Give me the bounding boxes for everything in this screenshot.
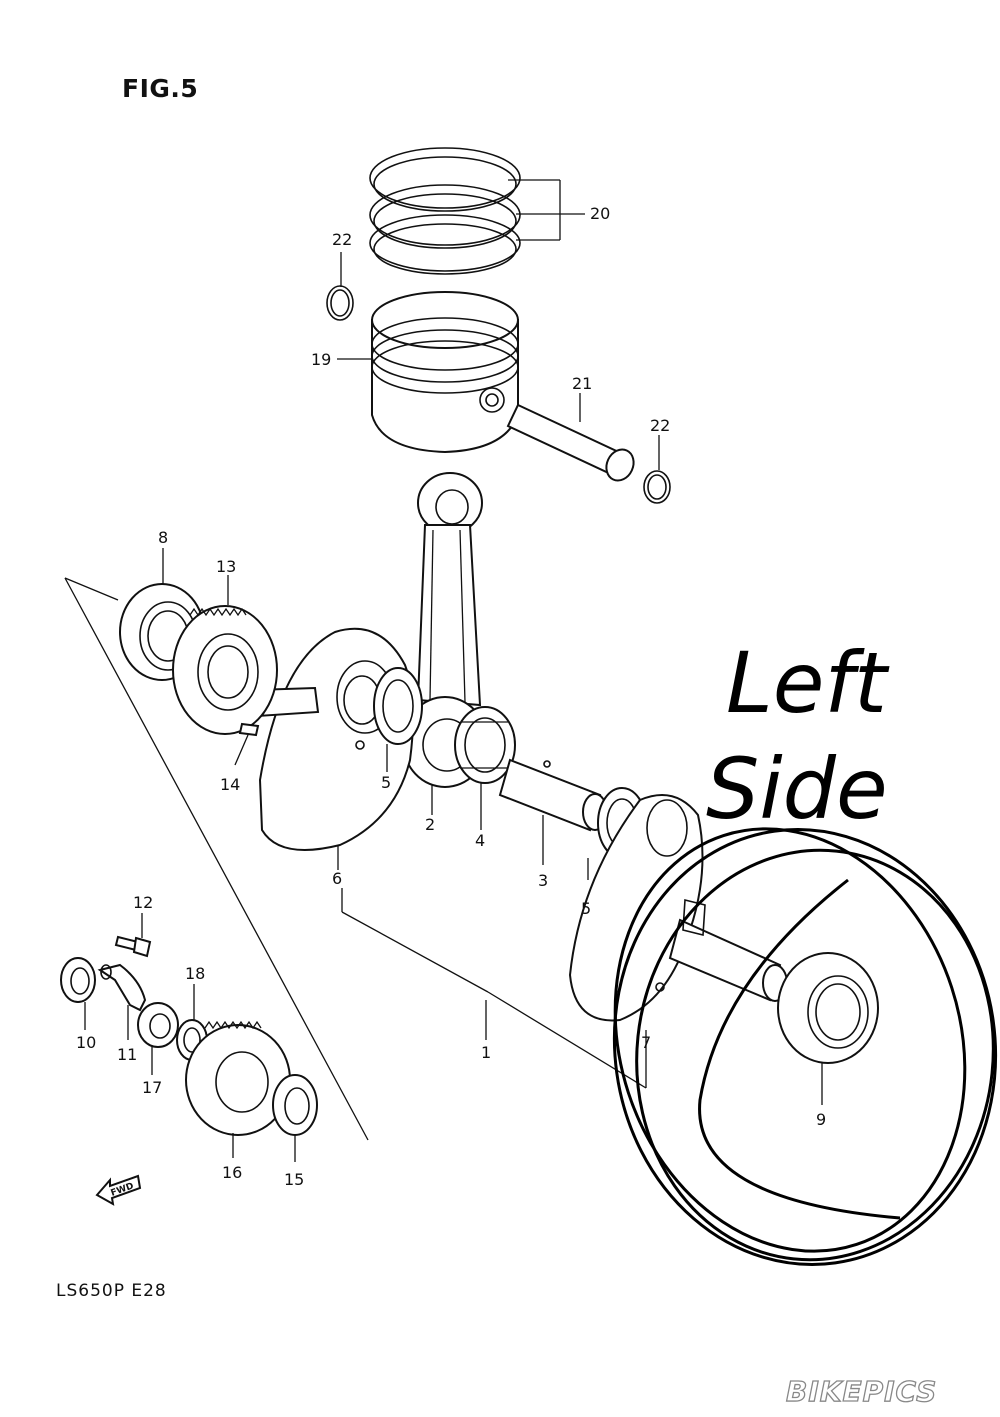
callout-22a: 22: [332, 230, 352, 249]
callout-labels: 20 22 19 21 22 8 13 14 5 2 4 6 3 5 12 18…: [76, 204, 826, 1189]
balancer-drive-gear: [185, 1020, 291, 1158]
spline-bushing: [272, 1074, 318, 1162]
watermark-logo: BIKEPICS: [785, 1374, 938, 1408]
callout-6: 6: [332, 869, 342, 888]
piston-pin-circlip-upper: [326, 252, 354, 321]
piston-pin: [506, 393, 635, 482]
callout-8: 8: [158, 528, 168, 547]
callout-21: 21: [572, 374, 592, 393]
piston-pin-circlip-lower: [643, 435, 671, 504]
callout-1: 1: [481, 1043, 491, 1062]
callout-17: 17: [142, 1078, 162, 1097]
callout-3: 3: [538, 871, 548, 890]
thrust-washer-left: [373, 667, 423, 772]
callout-13: 13: [216, 557, 236, 576]
callout-5a: 5: [381, 773, 391, 792]
crank-web-right: [568, 794, 704, 1022]
needle-bearing: [431, 706, 516, 830]
callout-7: 7: [641, 1033, 651, 1052]
retainer-plate: [97, 963, 147, 1040]
crank-pin: [498, 758, 608, 865]
handwritten-annotation: Left Side: [706, 634, 890, 838]
callout-19: 19: [311, 350, 331, 369]
piston-ring-set: [369, 147, 585, 275]
callout-14: 14: [220, 775, 240, 794]
callout-5b: 5: [581, 899, 591, 918]
callout-2: 2: [425, 815, 435, 834]
callout-22b: 22: [650, 416, 670, 435]
model-code-label: LS650P E28: [56, 1281, 167, 1301]
primary-drive-gear: [172, 575, 278, 735]
callout-4: 4: [475, 831, 485, 850]
forward-direction-arrow: FWD: [95, 1174, 142, 1206]
retainer-bolt: [114, 913, 152, 958]
annotation-left: Left: [726, 634, 890, 732]
figure-title: FIG.5: [122, 74, 199, 103]
hand-drawn-circle-markup: [612, 827, 998, 1266]
woodruff-key: [234, 722, 260, 766]
crankshaft-bearing-right: [777, 952, 879, 1105]
callout-15: 15: [284, 1170, 304, 1189]
callout-12: 12: [133, 893, 153, 912]
piston: [337, 291, 519, 454]
callout-10: 10: [76, 1033, 96, 1052]
annotation-side: Side: [706, 740, 888, 838]
nut: [137, 1002, 179, 1075]
callout-20: 20: [590, 204, 610, 223]
assembly-bracket-lines: [64, 577, 647, 1141]
oil-seal: [60, 957, 96, 1030]
callout-11: 11: [117, 1045, 137, 1064]
callout-9: 9: [816, 1110, 826, 1129]
callout-16: 16: [222, 1163, 242, 1182]
callout-18: 18: [185, 964, 205, 983]
crank-web-left: [258, 627, 415, 870]
